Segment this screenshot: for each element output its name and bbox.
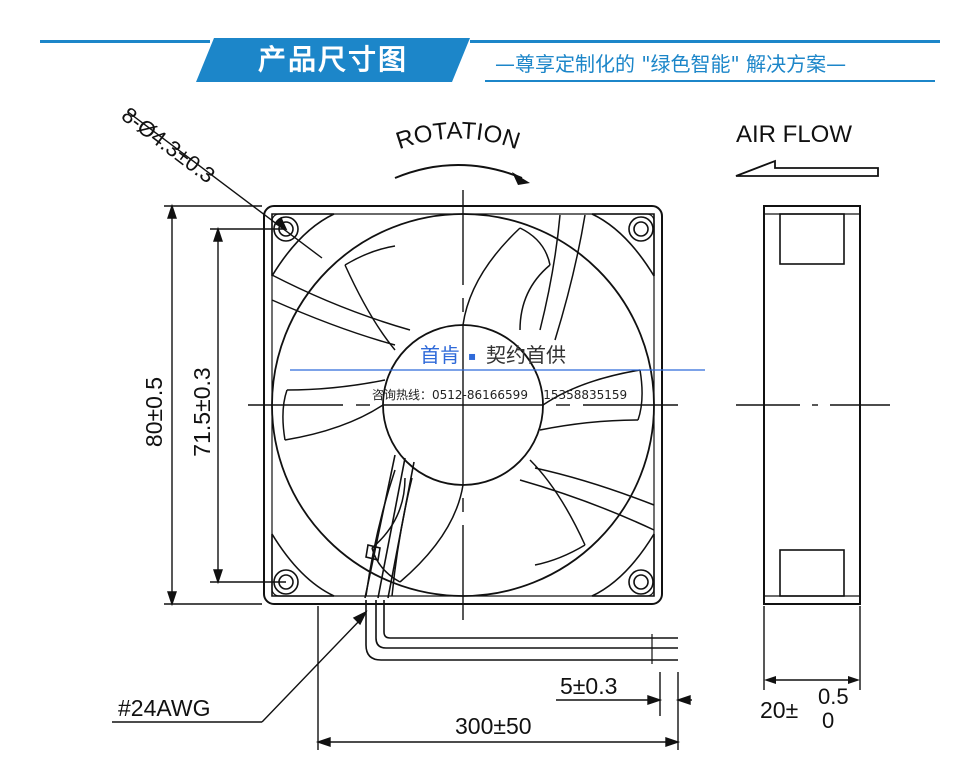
hole-pitch-label: 71.5±0.3 — [189, 367, 215, 456]
rotation-arrow — [394, 164, 523, 179]
air-flow-label: AIR FLOW — [736, 121, 852, 148]
watermark-brand: 首肯 — [420, 343, 460, 367]
centerlines — [248, 190, 678, 620]
outer-size-dimension — [164, 203, 262, 607]
lead-length-label: 300±50 — [455, 713, 532, 739]
wire-channel — [364, 454, 415, 599]
hole-leader — [127, 111, 323, 259]
watermark-hotline: 咨询热线：0512-86166599 15358835159 — [372, 387, 627, 402]
lead-wires — [365, 600, 678, 664]
side-view — [736, 205, 890, 690]
air-flow-arrow — [735, 159, 879, 177]
header-banner: 产品尺寸图 —尊享定制化的 "绿色智能" 解决方案— — [0, 0, 980, 95]
page-title: 产品尺寸图 — [257, 43, 408, 76]
wire-gauge-label: #24AWG — [118, 695, 210, 721]
thickness-lower-tolerance: 0 — [822, 708, 834, 733]
header-slogan-underline — [485, 80, 935, 82]
watermark-bullet: ▪ — [468, 349, 476, 363]
header-rule-right — [470, 40, 940, 43]
watermark: 首肯 ▪ 契约首供 咨询热线：0512-86166599 15358835159 — [290, 343, 705, 402]
strip-length-label: 5±0.3 — [560, 673, 617, 699]
corner-pads — [271, 213, 655, 597]
thickness-upper-tolerance: 0.5 — [818, 684, 849, 709]
strip-length-dimension — [556, 672, 692, 750]
thickness-base-label: 20± — [760, 697, 798, 723]
rotation-label: ROTATION — [393, 117, 524, 155]
rotation-arrowhead — [512, 172, 530, 185]
outer-size-label: 80±0.5 — [141, 377, 167, 447]
hole-spec-label: 8-Ø4.3±0.3 — [117, 102, 220, 188]
wire-gauge-leader — [112, 610, 368, 723]
hole-pitch-dimension — [210, 226, 286, 585]
watermark-tagline: 契约首供 — [486, 343, 566, 367]
header-rule-left — [40, 40, 210, 43]
lead-length-dimension — [315, 606, 681, 750]
header-slogan: —尊享定制化的 "绿色智能" 解决方案— — [495, 52, 847, 76]
header-title-tab — [196, 38, 470, 82]
